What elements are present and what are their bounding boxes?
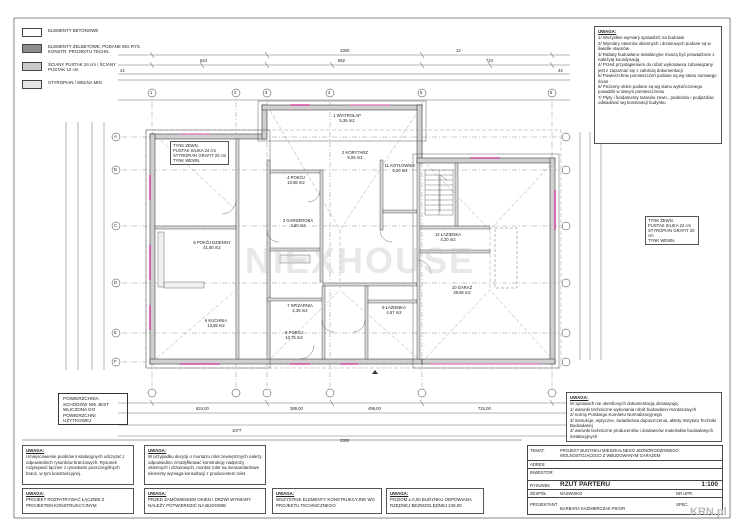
dim-top: 724 [486,58,493,63]
notes-standards: UWAGA: W sprawach nie określonych dokume… [566,392,722,442]
adres-label: ADRES: [530,462,546,467]
legend-item: ELEMENTY ŻELBETOWE, PODANE WG RYS. KONST… [22,44,148,54]
stair-area-note: POWIERZCHNIA SCHODÓW NIE JEST WLICZONA D… [58,393,128,425]
dim-top: 44 [120,68,125,73]
legend-swatch [22,28,42,37]
dim-top: 12 [456,48,461,53]
nazwisko-label: NAZWISKO [560,491,583,496]
note-level-zero: UWAGA: POZIOM ± 0,00 BUDYNKU ODPOWIADA R… [386,488,484,514]
title-block: TEMAT: PROJEKT BUDYNKU MIESZKALNEGO JEDN… [527,445,723,515]
legend-item: STYROPIAN / WEŁNA MIN [22,80,102,89]
temat-label: TEMAT: [530,448,545,453]
dim-bottom: 1077 [232,428,242,433]
dim-bottom: 2300 [340,438,350,443]
axis-label: A [114,134,117,139]
axis-label: B [114,167,117,172]
axis-label: 6 [550,90,553,95]
axis-label: 4 [328,90,331,95]
note-shutters: UWAGA: W przypadku decyzji o montażu rol… [144,445,266,485]
drawing-title: RZUT PARTERU [560,481,611,488]
dim-bottom: 499,00 [368,406,381,411]
dim-top: 952 [338,58,345,63]
legend-swatch [22,62,42,71]
dim-top: 624 [200,58,207,63]
inwestor-label: INWESTOR: [530,470,554,475]
legend-label: ELEMENTY BETONOWE [48,28,99,33]
axis-label: 5 [420,90,423,95]
axis-label: F [114,359,117,364]
legend-swatch [22,80,42,89]
temat-value: PROJEKT BUDYNKU MIESZKALNEGO JEDNORODZIN… [560,448,679,458]
wall-type-callout-right: TYNK ZEWN. PUSTAK SILIKA 24 cm STYROPIAN… [645,216,699,245]
axis-label: E [114,330,117,335]
legend-label: ŚCIANY PUSTAK 24 cm / ŚCIANY PUSTAK 12 c… [48,62,116,72]
watermark: NIEXHOUSE [245,240,476,281]
note-structural-elements: UWAGA: WSZYSTKIE ELEMENTY KONSTRUKCYJNE … [272,488,382,514]
dim-top-total: 2300 [340,48,350,53]
projektant-label: PROJEKTANT [530,502,558,507]
dim-bottom: 624,00 [196,406,209,411]
legend-swatch [22,44,42,53]
legend-item: ELEMENTY BETONOWE [22,28,98,37]
legend-label: STYROPIAN / WEŁNA MIN [48,80,102,85]
notes-general: UWAGA: 1/ Wszystkie wymiary sprawdzić na… [594,26,722,144]
note-installation: UWAGA: Umiejscowienie punktów instalacyj… [22,445,134,485]
axis-label: 3 [265,90,268,95]
projektant-name: BARBARA KAŹMIERCZAK-PIKOR [560,506,626,511]
legend-item: ŚCIANY PUSTAK 24 cm / ŚCIANY PUSTAK 12 c… [22,62,118,72]
axis-label: 2 [234,90,237,95]
drawing-scale: 1:100 [701,481,718,488]
axis-label: D [114,280,118,285]
note-construction-project: UWAGA: PROJEKT ROZPATRYWAĆ ŁĄCZNIE Z PRO… [22,488,134,514]
zespol-label: ZESPÓŁ [530,491,547,496]
axis-label: C [114,223,118,228]
nr-upr-label: NR UPR. [676,491,694,496]
legend-label: ELEMENTY ŻELBETOWE, PODANE WG RYS. KONST… [48,44,141,54]
note-window-dimensions: UWAGA: PRZED ZAMÓWIENIEM OKIEN I DRZWI W… [144,488,266,514]
wall-type-callout-left: TYNK ZEWN. PUSTAK SILIKA 24 cm STYROPIAN… [170,141,230,165]
dim-top: 44 [558,68,563,73]
rysunek-label: RYSUNEK [530,483,551,488]
axis-label: 1 [150,90,153,95]
spec-label: SPEC. [676,502,689,507]
dim-bottom: 389,00 [290,406,303,411]
brand-logo: KRN.pl [690,506,727,518]
dim-bottom: 724,00 [478,406,491,411]
